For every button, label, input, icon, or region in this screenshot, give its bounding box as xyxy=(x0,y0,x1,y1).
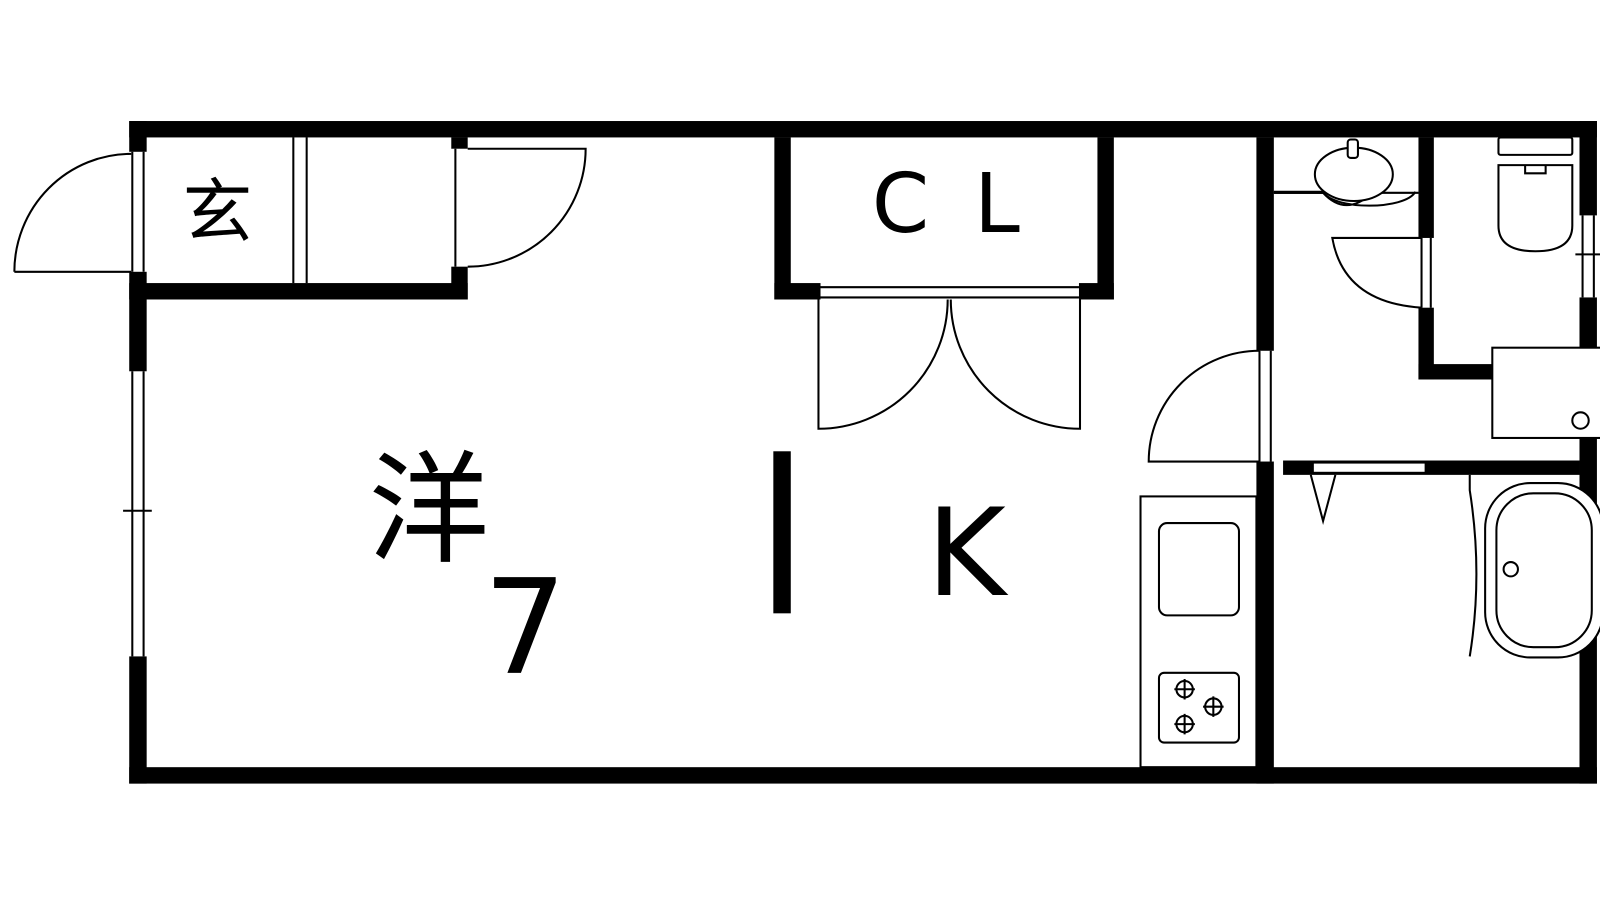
kitchen-label: K xyxy=(926,483,1008,624)
window-left xyxy=(123,371,152,657)
wash-basin xyxy=(1273,138,1419,207)
western-room-label: 洋 xyxy=(368,440,489,581)
stove xyxy=(1157,671,1240,744)
entrance-door[interactable] xyxy=(13,151,145,273)
closet-walls xyxy=(774,137,1114,300)
entrance-label: 玄 xyxy=(183,172,253,253)
closet-label-c: C xyxy=(872,157,929,252)
toilet xyxy=(1497,136,1574,253)
genkan-walls xyxy=(129,137,468,300)
kitchen-bath-wall xyxy=(1256,137,1274,784)
kitchen-sink xyxy=(1157,522,1240,617)
burner-icon xyxy=(1174,678,1224,735)
bath-door[interactable] xyxy=(1309,474,1337,526)
washing-machine-pan xyxy=(1491,346,1600,439)
outer-walls xyxy=(129,121,1597,784)
bath-wall xyxy=(1283,460,1580,475)
partition-wall xyxy=(773,451,791,614)
closet-label-l: L xyxy=(974,157,1020,252)
toilet-door[interactable] xyxy=(1331,236,1422,309)
window-toilet xyxy=(1575,215,1600,298)
western-room-size: 7 xyxy=(483,551,567,704)
closet-doors[interactable] xyxy=(817,299,1082,430)
bathtub xyxy=(1468,474,1600,659)
kitchen-counter xyxy=(1139,495,1258,769)
genkan-door[interactable] xyxy=(467,147,587,268)
washroom-entry-door[interactable] xyxy=(1147,349,1260,463)
